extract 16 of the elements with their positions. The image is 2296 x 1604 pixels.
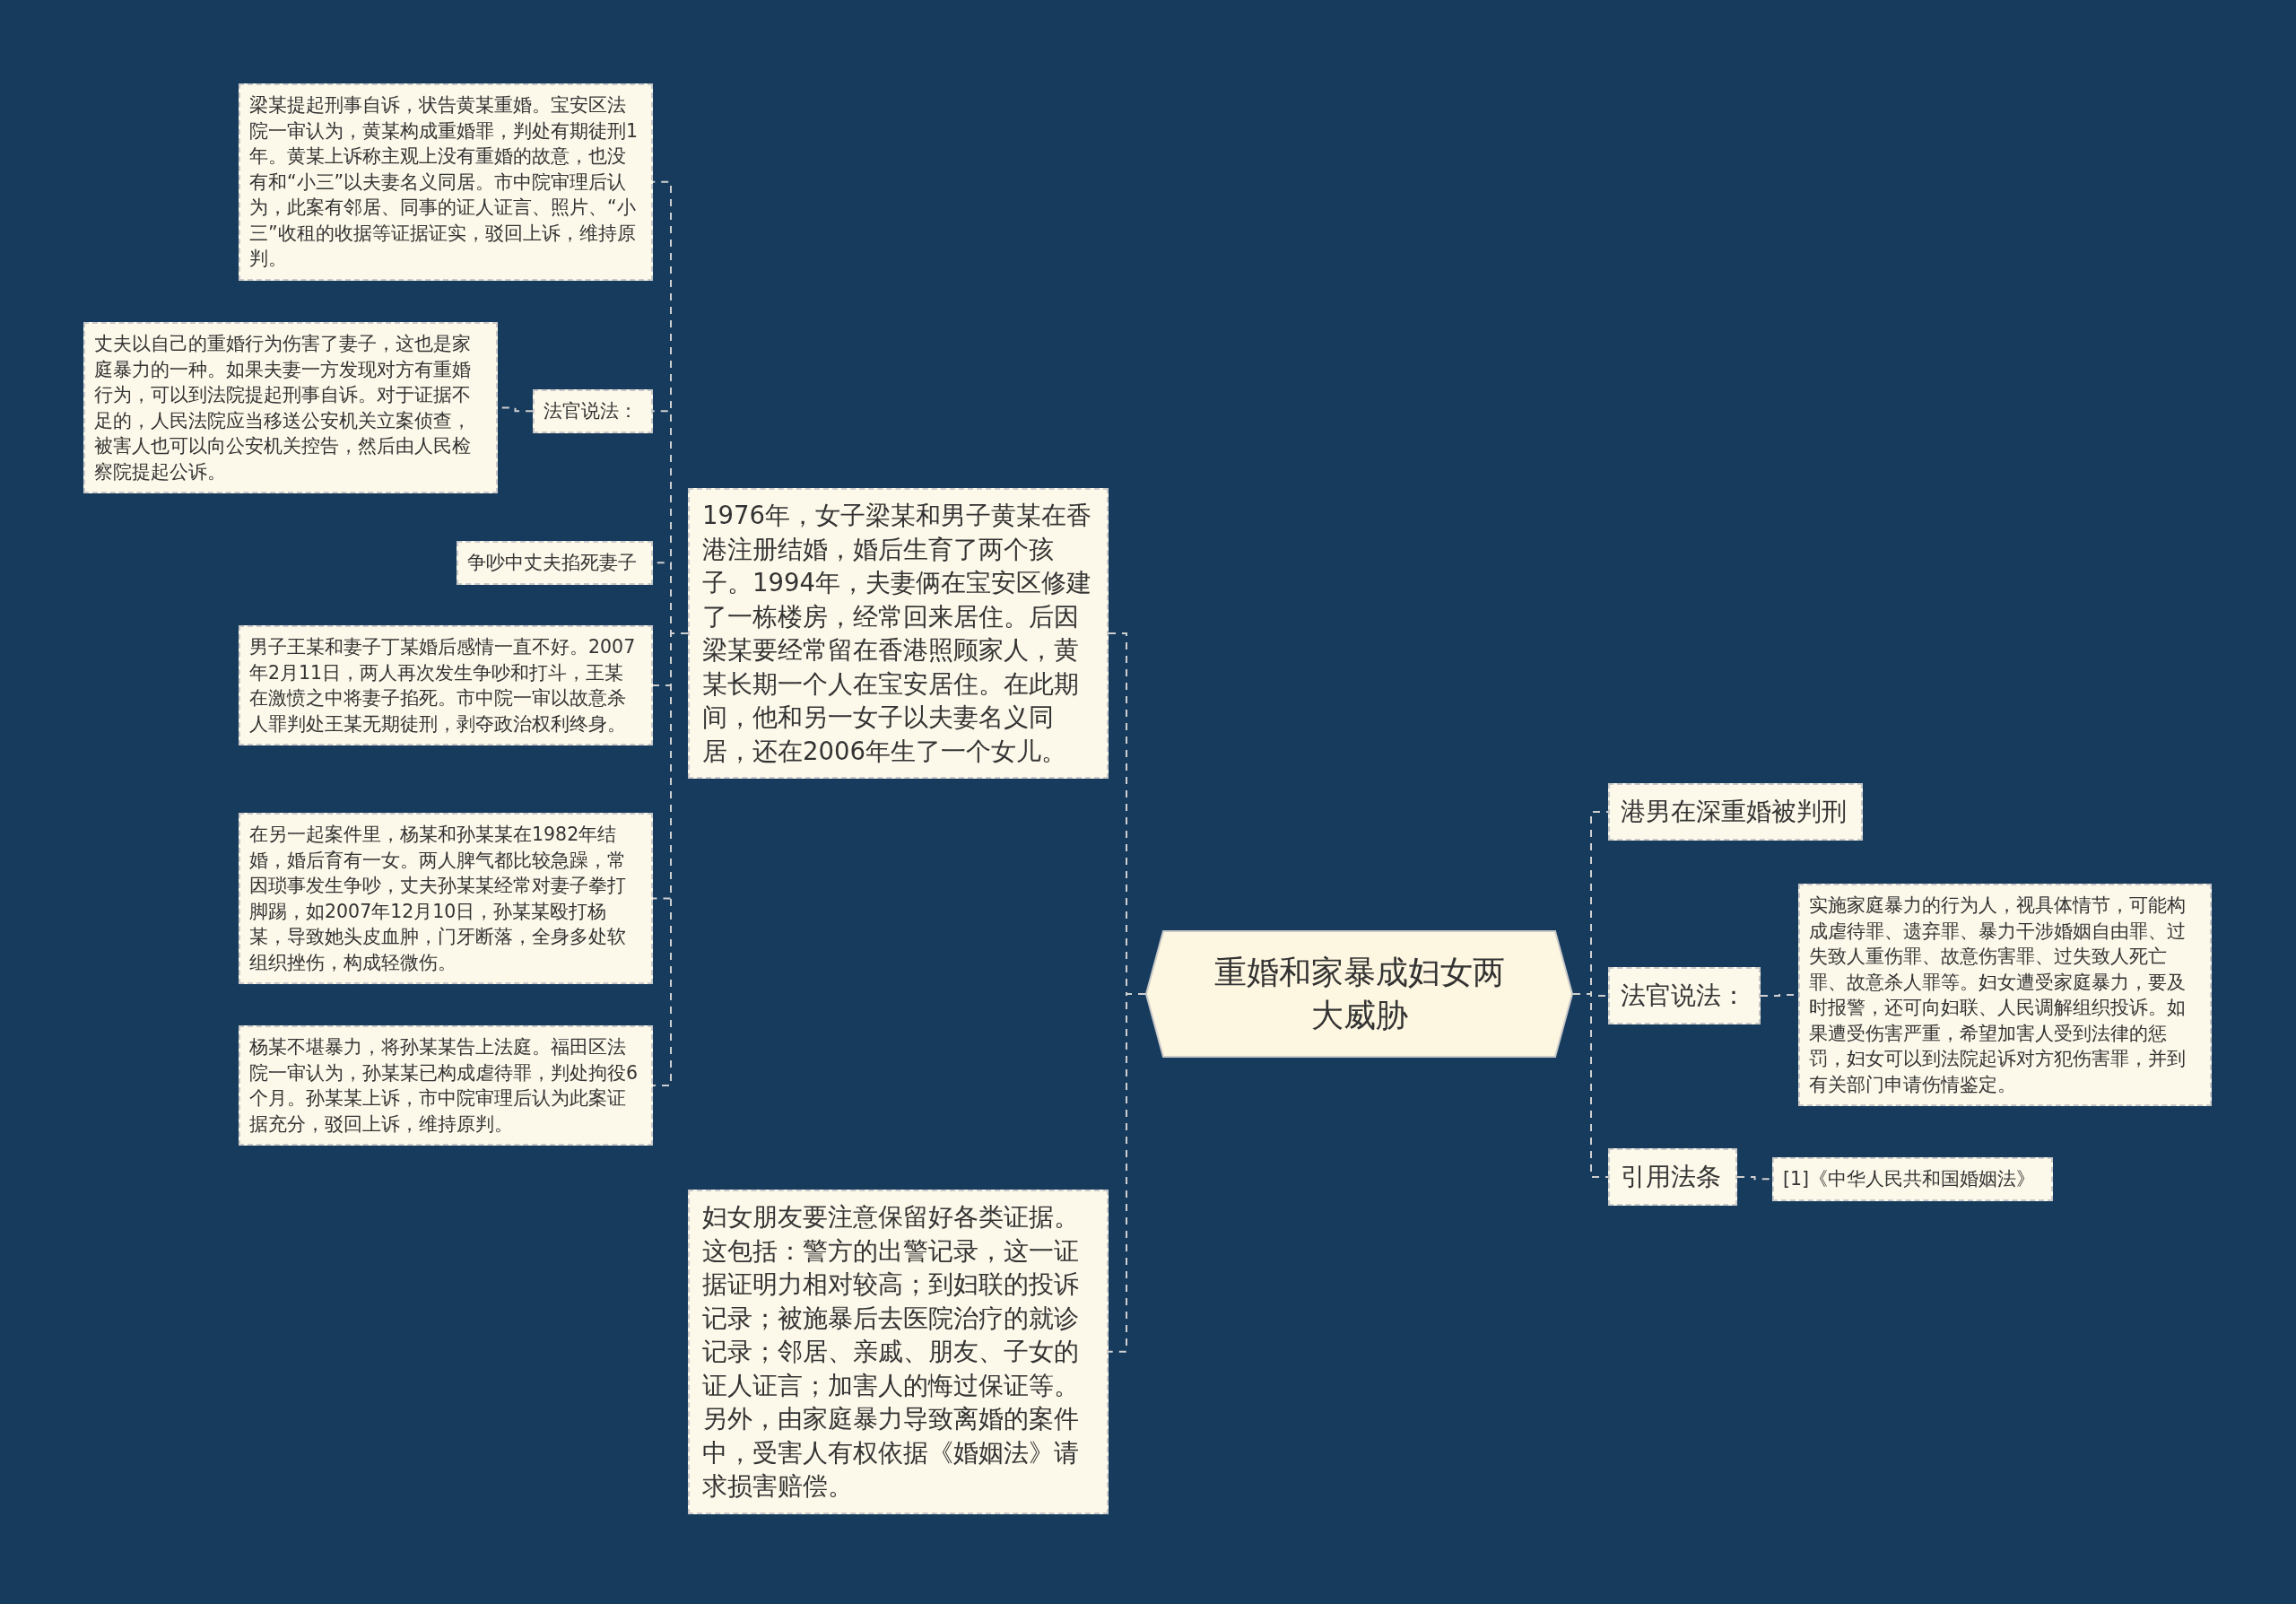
text-box: 妇女朋友要注意保留好各类证据。这包括：警方的出警记录，这一证据证明力相对较高；到妇联的投诉记录；被施暴后去医院治疗的就诊记录；邻居、亲戚、朋友、子女的证人证言；加害人的悔过保证等。另外，由家庭暴力导致离婚的案件中，受害人有权依据《婚姻法》请求损害赔偿。 xyxy=(688,1190,1109,1514)
text-box: 梁某提起刑事自诉，状告黄某重婚。宝安区法院一审认为，黄某构成重婚罪，判处有期徒刑1年。黄某上诉称主观上没有重婚的故意，也没有和“小三”以夫妻名义同居。市中院审理后认为，此案有邻居、同事的证人证言、照片、“小三”收租的收据等证据证实，驳回上诉，维持原判。 xyxy=(239,83,653,281)
text-box: 实施家庭暴力的行为人，视具体情节，可能构成虐待罪、遗弃罪、暴力干涉婚姻自由罪、过失致人重伤罪、故意伤害罪、过失致人死亡罪、故意杀人罪等。妇女遭受家庭暴力，要及时报警，还可向妇联、人民调解组织投诉。如果遭受伤害严重，希望加害人受到法律的惩罚，妇女可以到法院起诉对方犯伤害罪，并到有关部门申请伤情鉴定。 xyxy=(1798,884,2212,1106)
text-box: 男子王某和妻子丁某婚后感情一直不好。2007年2月11日，两人再次发生争吵和打斗，王某在激愤之中将妻子掐死。市中院一审以故意杀人罪判处王某无期徒刑，剥夺政治权利终身。 xyxy=(239,625,653,745)
text-box: 1976年，女子梁某和男子黄某在香港注册结婚，婚后生育了两个孩子。1994年，夫妻俩在宝安区修建了一栋楼房，经常回来居住。后因梁某要经常留在香港照顾家人，黄某长期一个人在宝安居住。在此期间，他和另一女子以夫妻名义同居，还在2006年生了一个女儿。 xyxy=(688,488,1109,779)
text-box: 港男在深重婚被判刑 xyxy=(1608,783,1863,841)
text-box: 引用法条 xyxy=(1608,1148,1737,1206)
text-box: 法官说法： xyxy=(533,389,653,433)
text-box: 争吵中丈夫掐死妻子 xyxy=(457,541,653,585)
connector-line xyxy=(1572,993,1609,1178)
text-box: 杨某不堪暴力，将孙某某告上法庭。福田区法院一审认为，孙某某已构成虐待罪，判处拘役6个月。孙某某上诉，市中院审理后认为此案证据充分，驳回上诉，维持原判。 xyxy=(239,1025,653,1146)
topic-hexagon: 重婚和家暴成妇女两大威胁 xyxy=(1145,930,1573,1058)
text-box: 丈夫以自己的重婚行为伤害了妻子，这也是家庭暴力的一种。如果夫妻一方发现对方有重婚行为，可以到法院提起刑事自诉。对于证据不足的，人民法院应当移送公安机关立案侦查，被害人也可以向公安机关控告，然后由人民检察院提起公诉。 xyxy=(83,322,498,493)
text-box: [1]《中华人民共和国婚姻法》 xyxy=(1772,1157,2053,1201)
text-box: 法官说法： xyxy=(1608,967,1761,1024)
text-box: 在另一起案件里，杨某和孙某某在1982年结婚，婚后育有一女。两人脾气都比较急躁，常因琐事发生争吵，丈夫孙某某经常对妻子拳打脚踢，如2007年12月10日，孙某某殴打杨某，导致她头皮血肿，门牙断落，全身多处软组织挫伤，构成轻微伤。 xyxy=(239,813,653,984)
